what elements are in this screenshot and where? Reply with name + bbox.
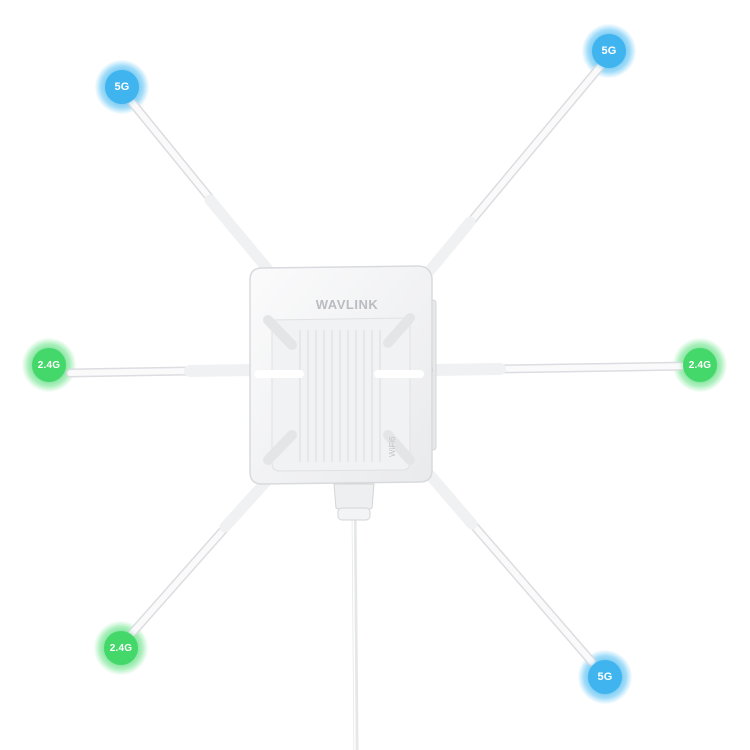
antenna-left <box>65 364 258 378</box>
band-badge-bottom-right: 5G <box>578 650 632 704</box>
band-badge-top-left: 5G <box>95 60 149 114</box>
router-enclosure <box>249 265 433 521</box>
brand-logo: WAVLINK <box>315 297 379 312</box>
antenna-bottom-left <box>121 469 278 645</box>
antenna-top-left <box>125 95 276 278</box>
antenna-bottom-right <box>418 462 597 667</box>
antenna-top-right <box>416 57 609 286</box>
power-cable <box>351 497 359 750</box>
band-badge-left: 2.4G <box>22 338 76 392</box>
band-badge-right: 2.4G <box>673 338 727 392</box>
band-badge-top-right: 5G <box>582 24 636 78</box>
band-badge-bottom-left: 2.4G <box>94 621 148 675</box>
wifi6-mark: WiFi6 <box>388 436 397 457</box>
antenna-right <box>426 361 695 376</box>
